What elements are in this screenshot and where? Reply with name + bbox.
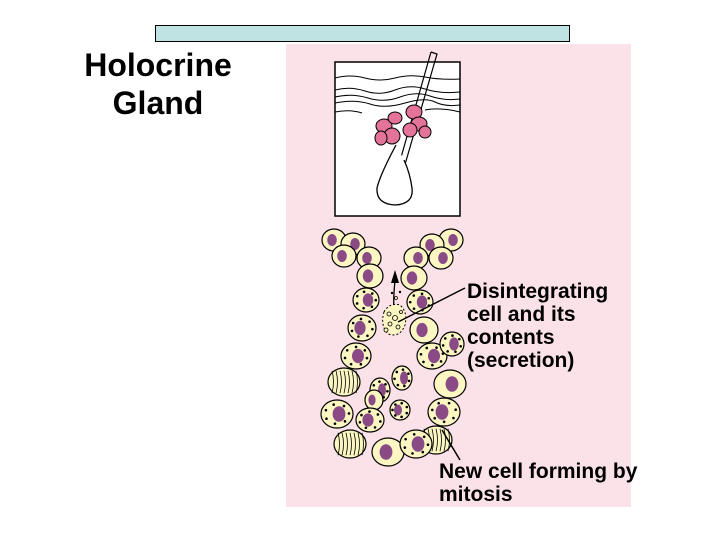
gland-cell (333, 429, 367, 459)
leader-line-new-cell (441, 429, 461, 461)
gland-cell (400, 265, 428, 291)
gland-cell (355, 407, 385, 433)
gland-cell (320, 399, 354, 429)
leader-line-disintegrating (397, 287, 466, 323)
gland-cell (352, 287, 380, 313)
gland-cell (403, 246, 429, 270)
gland-cell (331, 244, 357, 268)
gland-cell (409, 316, 439, 344)
disintegrating-cell (382, 290, 407, 336)
gland-cell (428, 246, 454, 270)
gland-cell (356, 263, 384, 289)
gland-cell (364, 389, 384, 411)
slide-title: Holocrine Gland (84, 47, 232, 121)
gland-cell (389, 399, 411, 421)
gland-cell (347, 314, 377, 342)
gland-cell (356, 246, 382, 270)
gland-cell (427, 397, 461, 427)
label-disintegrating-cell: Disintegrating cell and its contents (se… (467, 280, 609, 372)
gland-cells (320, 228, 467, 467)
gland-cell (416, 342, 448, 370)
gland-cell (439, 331, 465, 357)
gland-cell (371, 437, 405, 467)
gland-cell (433, 369, 467, 399)
gland-cell (340, 342, 372, 370)
gland-cell (391, 365, 413, 391)
gland-cell (327, 367, 361, 397)
title-bar (155, 25, 570, 42)
skin-section-inset (334, 51, 461, 217)
label-new-cell: New cell forming by mitosis (439, 460, 638, 506)
sebaceous-gland-icon (374, 104, 432, 146)
gland-cell (399, 429, 433, 459)
